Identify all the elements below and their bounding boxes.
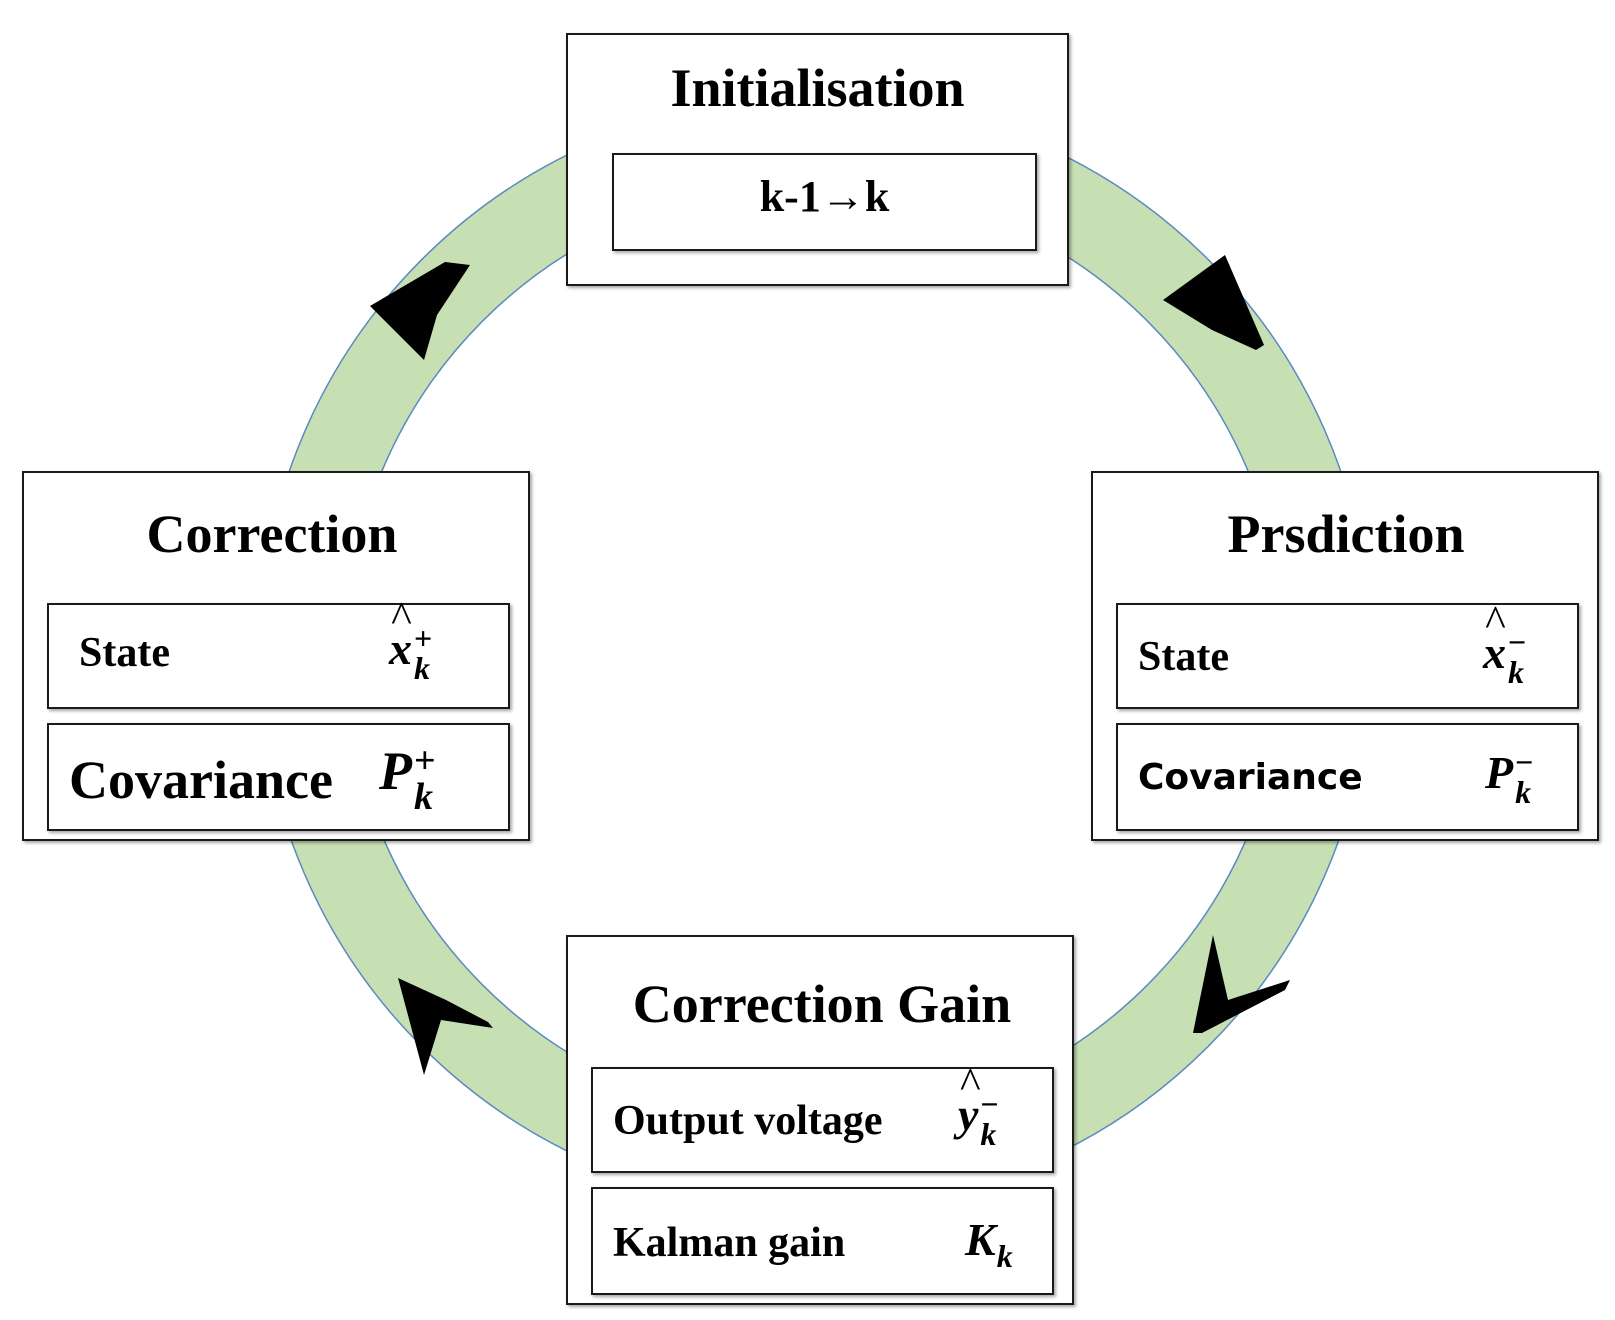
- step-label: k-1→k: [759, 172, 890, 221]
- correction-title: Correction: [146, 504, 398, 564]
- initialisation-box: Initialisation k-1→k: [566, 33, 1069, 286]
- prediction-covariance-row: Covariance P−k: [1116, 723, 1579, 831]
- correction-state-symbol: ^x+k: [389, 592, 433, 687]
- hat-icon: ^: [960, 1058, 981, 1108]
- correction-gain-box: Correction Gain Output voltage ^y−k Kalm…: [566, 935, 1074, 1305]
- correction-state-row: State ^x+k: [47, 592, 510, 709]
- kalman-gain-row: Kalman gain Kk: [591, 1187, 1054, 1295]
- hat-icon: ^: [1485, 596, 1506, 646]
- chevron-bottom-right: [1193, 935, 1290, 1033]
- correction-state-label: State: [79, 630, 170, 676]
- output-voltage-row: Output voltage ^y−k: [591, 1058, 1054, 1173]
- prediction-state-row: State ^x−k: [1116, 596, 1579, 709]
- chevron-bottom-left: [398, 978, 493, 1075]
- output-voltage-label: Output voltage: [613, 1098, 883, 1144]
- correction-covariance-label: Covariance: [69, 750, 333, 810]
- output-voltage-symbol: ^y−k: [958, 1058, 999, 1153]
- prediction-state-label: State: [1138, 634, 1229, 680]
- prediction-state-symbol: ^x−k: [1483, 596, 1527, 691]
- correction-covariance-row: Covariance P+k: [47, 723, 510, 831]
- hat-icon: ^: [391, 592, 412, 642]
- correction-covariance-symbol: P+k: [379, 740, 436, 819]
- correction-box: Correction State ^x+k Covariance P+k: [22, 471, 530, 841]
- correction-gain-title: Correction Gain: [632, 974, 1012, 1034]
- kalman-gain-symbol: Kk: [965, 1214, 1013, 1274]
- prediction-covariance-symbol: P−k: [1485, 744, 1534, 811]
- step-box: k-1→k: [612, 153, 1037, 251]
- chevron-top-left: [370, 262, 470, 360]
- prediction-box: Prsdiction State ^x−k Covariance P−k: [1091, 471, 1599, 841]
- chevron-top-right: [1163, 255, 1264, 350]
- prediction-title: Prsdiction: [1227, 504, 1465, 564]
- initialisation-title: Initialisation: [670, 58, 965, 118]
- kalman-gain-label: Kalman gain: [613, 1220, 846, 1266]
- prediction-covariance-label: Covariance: [1138, 757, 1363, 798]
